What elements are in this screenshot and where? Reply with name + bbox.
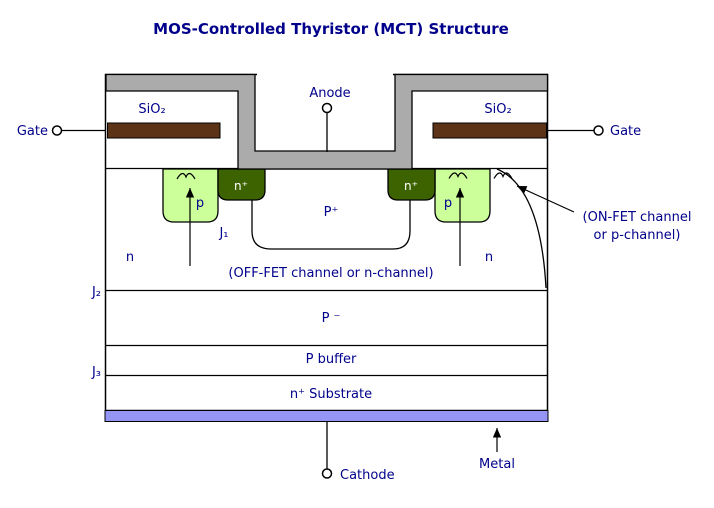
p-well-left-label: p <box>196 196 204 211</box>
on-fet-arrow <box>516 185 575 213</box>
on-fet-channel-annotation-line2: or p-channel) <box>594 228 681 243</box>
cathode-terminal <box>321 468 333 479</box>
channel-squiggle-onfet <box>493 172 513 179</box>
on-fet-channel-annotation-line1: (ON-FET channel <box>583 210 692 225</box>
p-plus-label: P⁺ <box>324 205 339 220</box>
gate-terminal-left <box>51 125 63 136</box>
n-plus-emitter-left <box>217 168 266 201</box>
channel-squiggle-left <box>176 172 196 180</box>
p-minus-label: P ⁻ <box>322 311 341 326</box>
junction-j1-label: J₁ <box>218 226 228 241</box>
off-fet-channel-annotation: (OFF-FET channel or n-channel) <box>228 266 433 281</box>
anode-metal-contact <box>105 73 549 170</box>
sio2-right-label: SiO₂ <box>484 102 511 117</box>
p-buffer-label: P buffer <box>306 352 357 367</box>
n-plus-emitter-right <box>387 168 436 201</box>
metal-annotation-label: Metal <box>479 457 515 472</box>
junction-j2-label: J₂ <box>91 285 101 300</box>
n-substrate-label: n⁺ Substrate <box>290 387 372 402</box>
p-well-right-label: p <box>444 196 452 211</box>
page-title: MOS-Controlled Thyristor (MCT) Structure <box>153 20 509 38</box>
n-plus-left-label: n⁺ <box>234 179 248 193</box>
gate-electrode-left <box>107 122 221 139</box>
n-left-label: n <box>126 250 134 265</box>
p-plus-anode-region <box>251 168 411 250</box>
anode-label: Anode <box>309 86 350 101</box>
cathode-metal-layer <box>104 410 549 422</box>
sio2-left-label: SiO₂ <box>138 102 165 117</box>
n-plus-right-label: n⁺ <box>404 179 418 193</box>
channel-squiggle-right <box>448 172 468 179</box>
n-right-label: n <box>485 250 493 265</box>
gate-terminal-right <box>593 125 604 136</box>
gate-electrode-right <box>432 122 547 139</box>
cathode-label: Cathode <box>340 468 395 483</box>
gate-right-label: Gate <box>610 124 641 139</box>
gate-left-label: Gate <box>17 124 48 139</box>
junction-j3-label: J₃ <box>91 365 101 380</box>
anode-terminal <box>321 102 333 114</box>
